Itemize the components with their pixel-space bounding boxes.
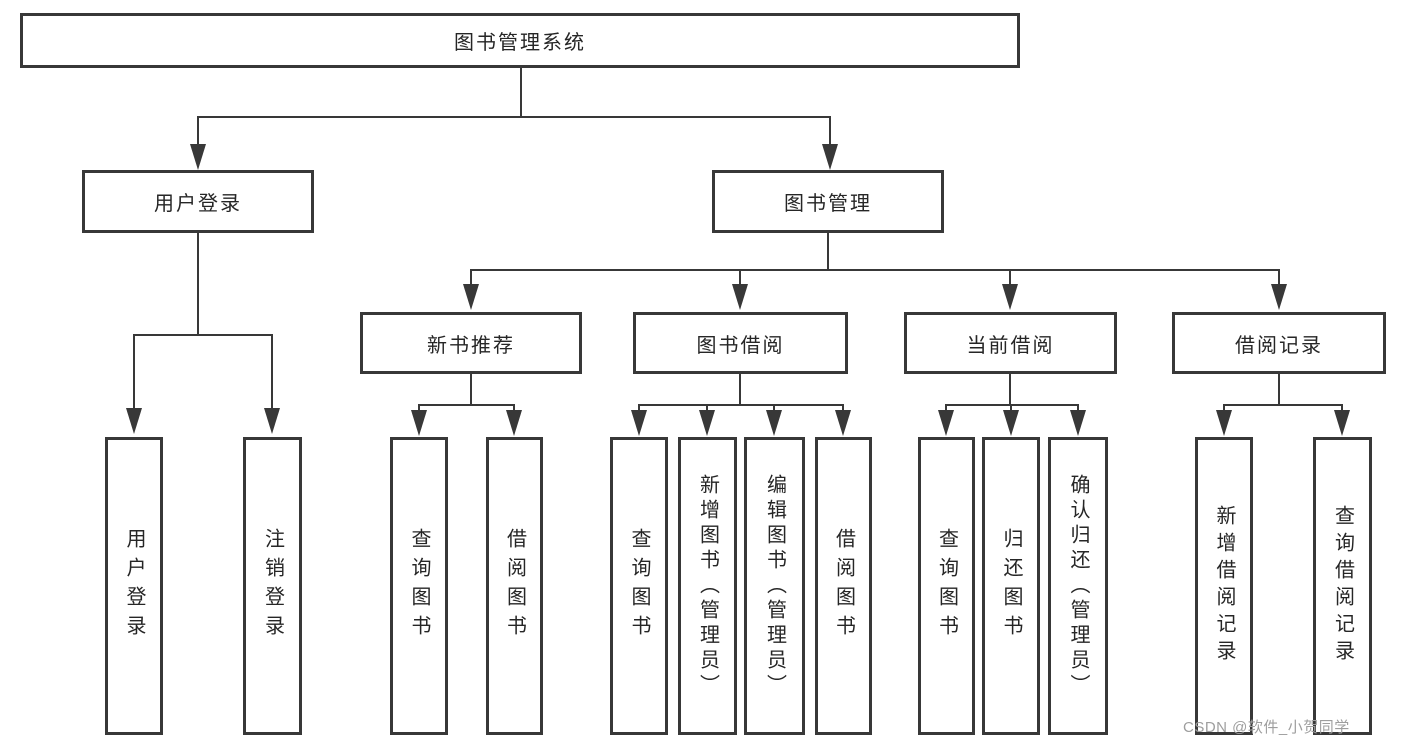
arrow-down-icon <box>1002 284 1018 310</box>
node-label: 新书推荐 <box>427 334 515 357</box>
arrow-down-icon <box>264 408 280 434</box>
watermark: CSDN @软件_小贺同学 <box>1183 719 1350 736</box>
connector-line <box>1009 269 1011 286</box>
node-borrow-records: 借阅记录 <box>1172 312 1386 374</box>
connector-line <box>271 334 273 410</box>
leaf-label: 新增借阅记录 <box>1213 505 1235 667</box>
connector-line <box>418 404 515 406</box>
node-book-management: 图书管理 <box>712 170 944 233</box>
arrow-down-icon <box>835 410 851 436</box>
connector-line <box>470 269 472 286</box>
leaf-add-book-admin: 新增图书（管理员） <box>678 437 737 735</box>
connector-line <box>197 233 199 336</box>
connector-line <box>197 116 199 146</box>
arrow-down-icon <box>411 410 427 436</box>
leaf-query-books-2: 查询图书 <box>610 437 668 735</box>
leaf-label: 新增图书（管理员） <box>696 473 719 699</box>
node-label: 用户登录 <box>154 193 242 215</box>
connector-line <box>418 404 420 413</box>
connector-line <box>842 404 844 413</box>
connector-line <box>1278 374 1280 406</box>
leaf-add-borrow-record: 新增借阅记录 <box>1195 437 1253 735</box>
connector-line <box>520 68 522 117</box>
leaf-return-book: 归还图书 <box>982 437 1040 735</box>
connector-line <box>1223 404 1343 406</box>
arrow-down-icon <box>126 408 142 434</box>
connector-line <box>470 269 1280 271</box>
leaf-borrow-books-1: 借阅图书 <box>486 437 543 735</box>
connector-line <box>1278 269 1280 286</box>
arrow-down-icon <box>766 410 782 436</box>
connector-line <box>739 374 741 406</box>
node-user-login: 用户登录 <box>82 170 314 233</box>
node-book-borrowing: 图书借阅 <box>633 312 848 374</box>
arrow-down-icon <box>190 144 206 170</box>
leaf-label: 借阅图书 <box>503 528 526 644</box>
arrow-down-icon <box>699 410 715 436</box>
node-label: 图书管理系统 <box>454 32 586 54</box>
arrow-down-icon <box>732 284 748 310</box>
connector-line <box>1341 404 1343 413</box>
node-label: 当前借阅 <box>966 334 1055 357</box>
arrow-down-icon <box>938 410 954 436</box>
connector-line <box>513 404 515 413</box>
arrow-down-icon <box>506 410 522 436</box>
node-label: 图书管理 <box>784 193 872 215</box>
node-new-book-recommend: 新书推荐 <box>360 312 582 374</box>
node-label: 图书借阅 <box>696 334 785 357</box>
leaf-label: 查询图书 <box>628 528 650 644</box>
connector-line <box>1009 374 1011 406</box>
connector-line <box>1010 404 1012 413</box>
leaf-label: 查询借阅记录 <box>1331 505 1354 667</box>
connector-line <box>945 404 947 413</box>
leaf-label: 编辑图书（管理员） <box>763 473 786 699</box>
leaf-label: 确认归还（管理员） <box>1067 473 1089 699</box>
connector-line <box>706 404 708 413</box>
leaf-label: 查询图书 <box>935 528 958 644</box>
leaf-label: 借阅图书 <box>832 528 855 644</box>
leaf-label: 查询图书 <box>408 528 430 644</box>
connector-line <box>1223 404 1225 413</box>
node-label: 借阅记录 <box>1235 334 1323 357</box>
leaf-query-books-3: 查询图书 <box>918 437 975 735</box>
arrow-down-icon <box>822 144 838 170</box>
connector-line <box>827 233 829 271</box>
connector-line <box>773 404 775 413</box>
connector-line <box>133 334 135 410</box>
leaf-label: 归还图书 <box>1000 528 1022 644</box>
arrow-down-icon <box>631 410 647 436</box>
leaf-edit-book-admin: 编辑图书（管理员） <box>744 437 805 735</box>
node-current-borrowing: 当前借阅 <box>904 312 1117 374</box>
leaf-logout: 注销登录 <box>243 437 302 735</box>
leaf-borrow-books-2: 借阅图书 <box>815 437 872 735</box>
connector-line <box>197 116 831 118</box>
connector-line <box>945 404 1079 406</box>
connector-line <box>638 404 844 406</box>
leaf-confirm-return-admin: 确认归还（管理员） <box>1048 437 1108 735</box>
connector-line <box>829 116 831 146</box>
leaf-query-borrow-record: 查询借阅记录 <box>1313 437 1372 735</box>
connector-line <box>133 334 273 336</box>
leaf-query-books-1: 查询图书 <box>390 437 448 735</box>
arrow-down-icon <box>1070 410 1086 436</box>
leaf-user-login: 用户登录 <box>105 437 163 735</box>
connector-line <box>739 269 741 286</box>
connector-line <box>638 404 640 413</box>
connector-line <box>1077 404 1079 413</box>
connector-line <box>470 374 472 406</box>
node-library-system: 图书管理系统 <box>20 13 1020 68</box>
arrow-down-icon <box>1003 410 1019 436</box>
arrow-down-icon <box>1334 410 1350 436</box>
leaf-label: 注销登录 <box>261 528 284 644</box>
arrow-down-icon <box>463 284 479 310</box>
arrow-down-icon <box>1216 410 1232 436</box>
leaf-label: 用户登录 <box>123 528 145 644</box>
arrow-down-icon <box>1271 284 1287 310</box>
